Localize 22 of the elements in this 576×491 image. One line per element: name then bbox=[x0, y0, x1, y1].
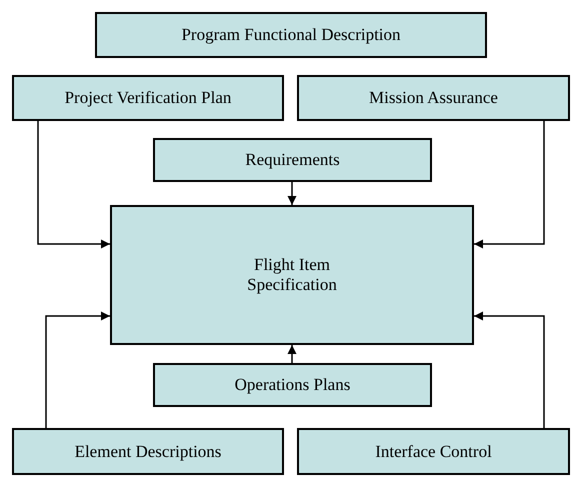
process-box bbox=[95, 12, 487, 58]
box-label: Operations Plans bbox=[234, 375, 350, 395]
process-box bbox=[297, 75, 570, 121]
arrow bbox=[45, 312, 110, 428]
box-label: Requirements bbox=[245, 150, 340, 170]
box-label: Mission Assurance bbox=[369, 88, 498, 108]
box-label: Interface Control bbox=[375, 442, 492, 462]
arrow bbox=[288, 345, 296, 363]
process-box bbox=[297, 428, 570, 475]
process-box bbox=[153, 138, 432, 182]
process-box bbox=[12, 428, 284, 475]
box-label: Project Verification Plan bbox=[64, 88, 232, 108]
arrow bbox=[474, 121, 545, 248]
arrow bbox=[37, 121, 110, 248]
arrow bbox=[288, 182, 296, 205]
process-box bbox=[153, 363, 432, 407]
box-label: Flight Item Specification bbox=[246, 255, 338, 295]
process-box bbox=[12, 75, 284, 121]
arrow bbox=[474, 312, 545, 428]
box-label: Element Descriptions bbox=[74, 442, 222, 462]
process-box bbox=[110, 205, 474, 345]
box-label: Program Functional Description bbox=[181, 25, 401, 45]
